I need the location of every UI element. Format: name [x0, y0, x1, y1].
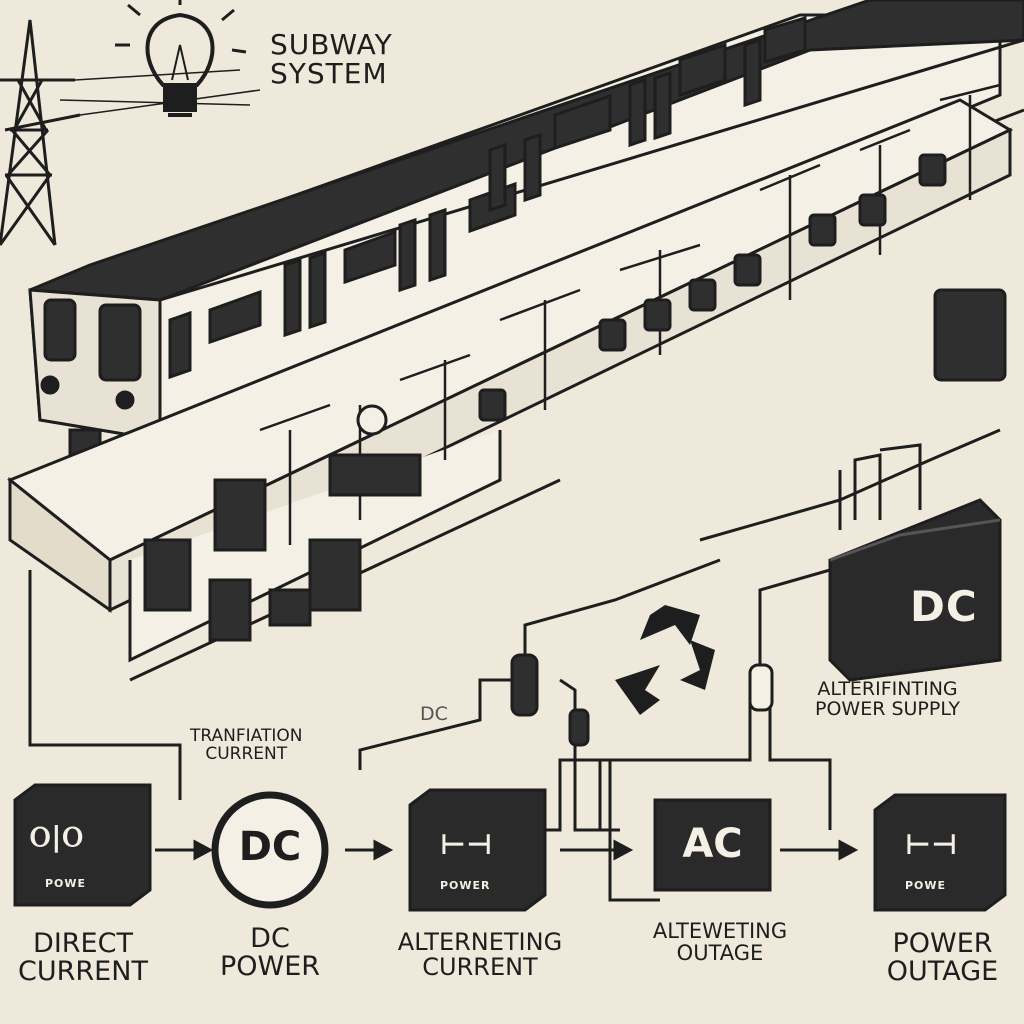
node-symbol-direct-current: ⲟ|ⲟ — [30, 820, 84, 853]
node-label-direct-current: DIRECT CURRENT — [8, 928, 158, 988]
node-label-alternating-current-line-2: CURRENT — [422, 953, 538, 982]
node-box-alternating-current — [408, 788, 547, 912]
node-symbol-power-outage: ⊢⊣ — [905, 828, 959, 861]
node-box-ac-outage — [653, 798, 772, 892]
node-symbol-dc-power: DC — [238, 824, 302, 870]
subway-train — [28, 0, 1024, 462]
diagram-title: SUBWAY SYSTEM — [270, 30, 393, 89]
battery-icon — [828, 498, 1002, 682]
node-box-direct-current — [13, 783, 152, 907]
node-label-power-outage: POWER OUTAGE — [875, 928, 1010, 988]
node-caption-power-outage: POWE — [905, 879, 947, 892]
title-line-2: SYSTEM — [270, 57, 388, 91]
station-platform — [7, 83, 1014, 682]
recycle-icon — [615, 605, 715, 715]
transfiation-label-line-2: CURRENT — [205, 743, 288, 764]
lightbulb-icon — [115, 0, 247, 117]
power-supply-label: ALTERIFINTING POWER SUPPLY — [815, 678, 960, 720]
node-symbol-ac-outage: AC — [682, 821, 743, 867]
power-pylon-icon — [0, 19, 261, 246]
title-line-1: SUBWAY — [270, 28, 393, 61]
dc-wire-label: DC — [420, 703, 448, 725]
node-label-alternating-current-line-1: ALTERNETING — [397, 928, 563, 956]
node-label-alternating-current: ALTERNETING CURRENT — [385, 928, 575, 982]
node-label-power-outage-line-1: POWER — [892, 928, 993, 959]
node-caption-alternating-current: POWER — [440, 879, 491, 892]
transfiation-label: TRANFIATION CURRENT — [190, 726, 303, 764]
wiring — [28, 428, 1001, 902]
node-symbol-alternating-current: ⊢⊣ — [440, 828, 494, 861]
wire-connectors — [510, 653, 774, 747]
node-circle-dc-power — [211, 791, 329, 909]
node-label-ac-outage-line-2: OUTAGE — [676, 941, 764, 966]
node-label-ac-outage-line-1: ALTEWETING — [652, 919, 788, 943]
flow-arrows — [155, 839, 859, 861]
node-label-ac-outage: ALTEWETING OUTAGE — [625, 920, 815, 964]
battery-label: DC — [910, 582, 978, 631]
power-supply-label-line-2: POWER SUPPLY — [815, 697, 960, 720]
node-label-dc-power-line-1: DC — [250, 923, 290, 954]
node-label-dc-power: DC POWER — [200, 923, 340, 983]
node-label-dc-power-line-2: POWER — [219, 951, 321, 983]
node-label-direct-current-line-1: DIRECT — [33, 928, 133, 959]
power-supply-label-line-1: ALTERIFINTING — [817, 678, 958, 700]
transfiation-label-line-1: TRANFIATION — [190, 726, 303, 746]
node-box-power-outage — [873, 793, 1007, 912]
node-label-power-outage-line-2: OUTAGE — [886, 956, 999, 988]
node-label-direct-current-line-2: CURRENT — [18, 956, 148, 988]
node-caption-direct-current: POWE — [45, 877, 87, 890]
